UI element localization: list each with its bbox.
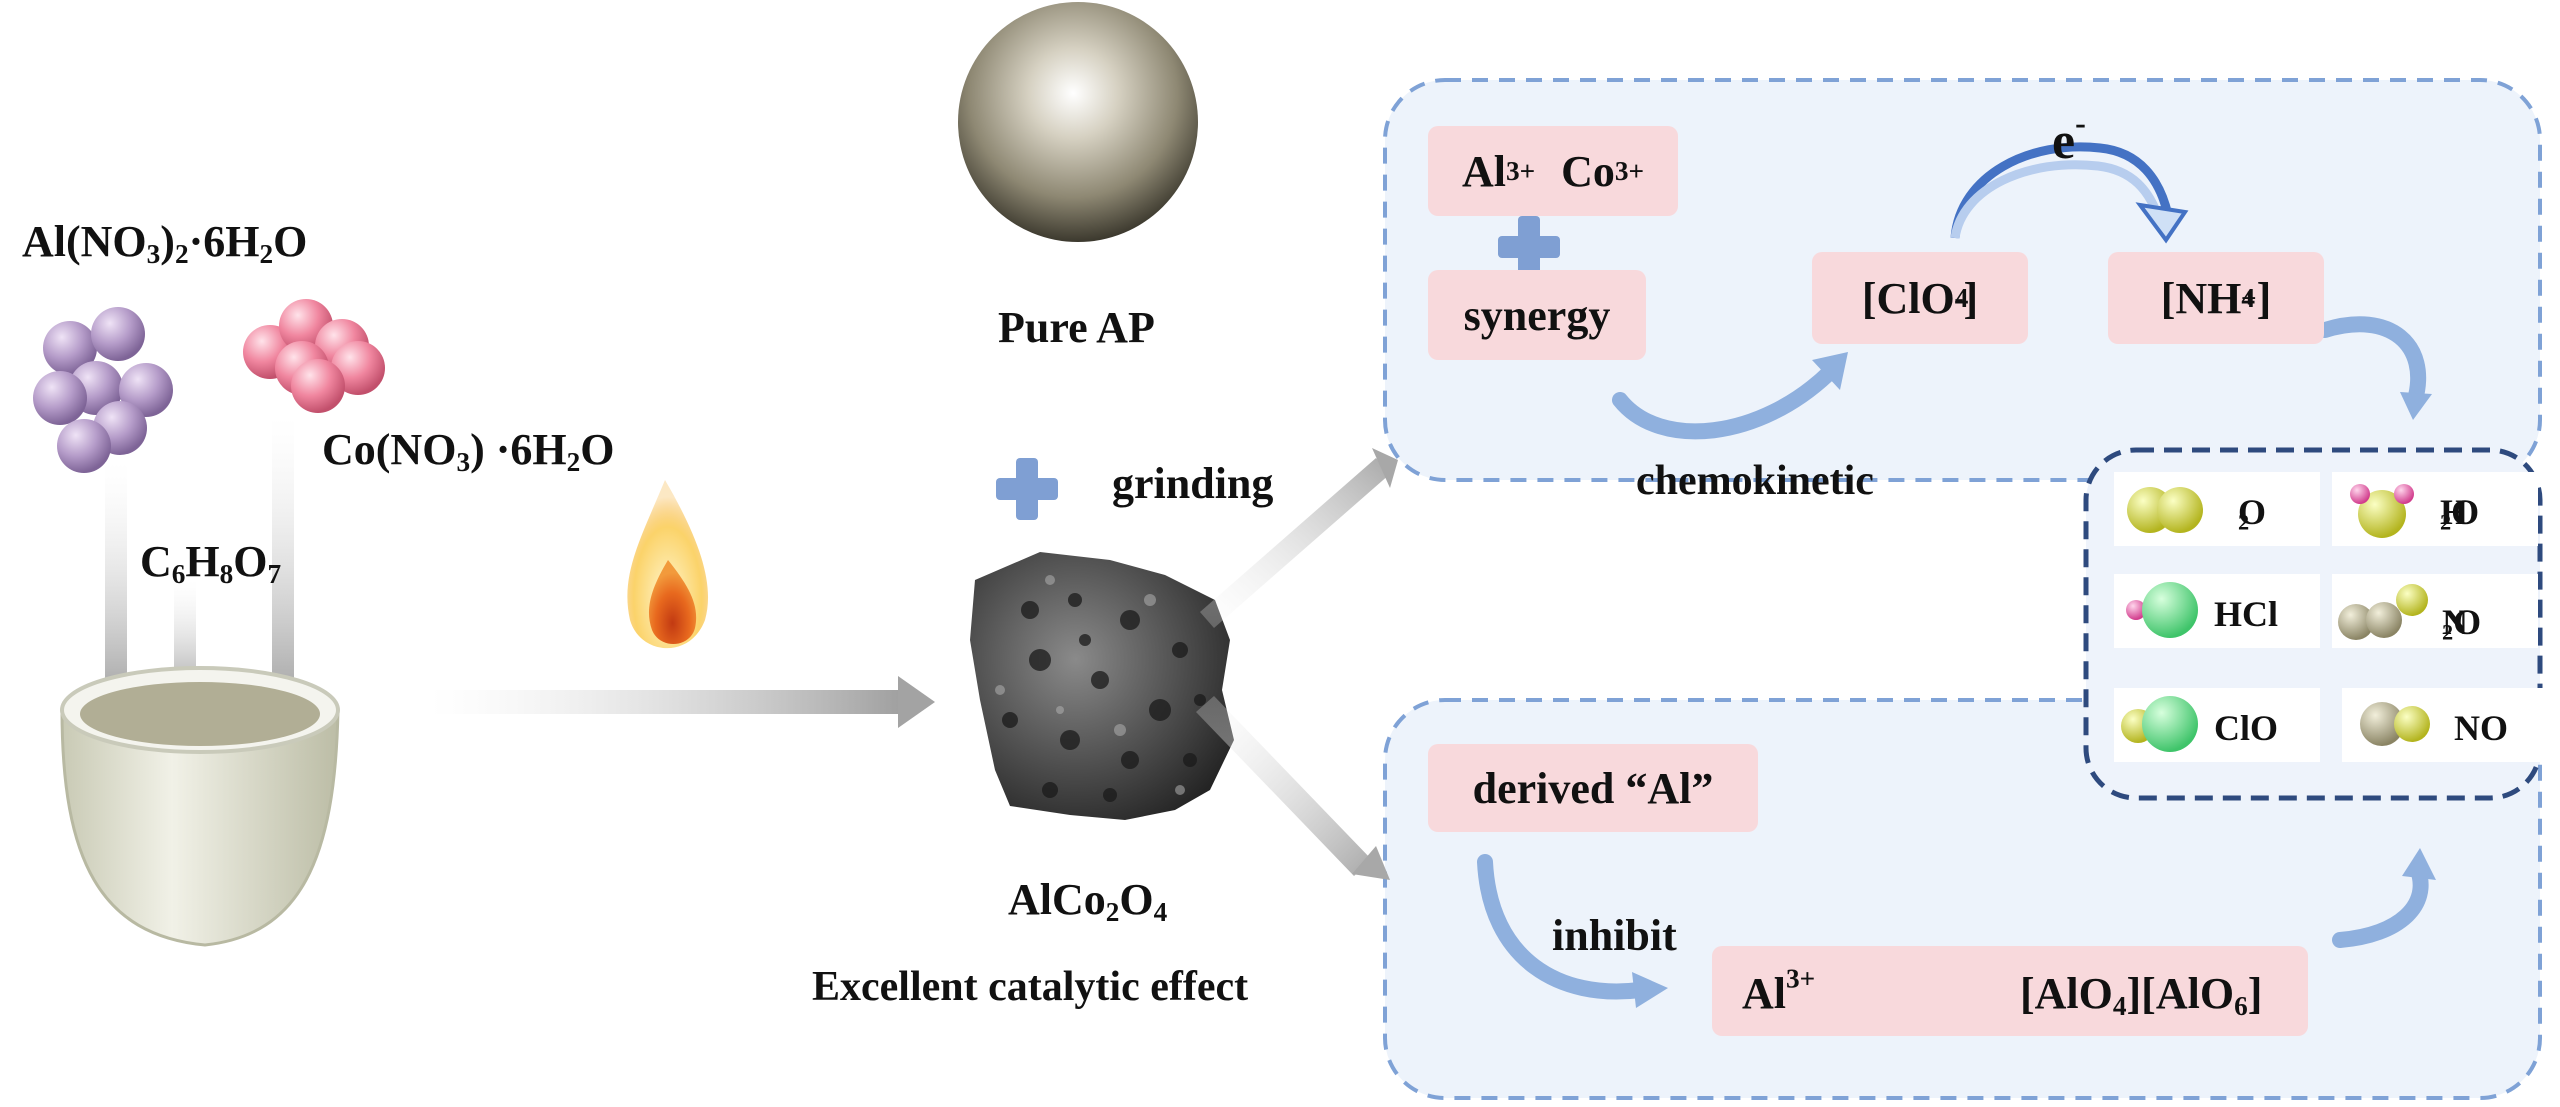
- o2-molecule-icon: [2127, 487, 2203, 533]
- grinding-label: grinding: [1112, 459, 1274, 508]
- arrow-to-upper-panel: [1200, 458, 1390, 628]
- al-nitrate-balls-icon: [33, 307, 173, 473]
- n2o-molecule-icon: [2338, 584, 2428, 640]
- crucible-icon: [60, 666, 340, 947]
- lower-to-products-arrow: [2332, 862, 2429, 948]
- co-nitrate-balls-icon: [243, 299, 385, 413]
- flame-icon: [627, 480, 709, 649]
- no-molecule-icon: [2360, 702, 2430, 746]
- alco2o4-sponge-icon: [970, 552, 1234, 820]
- aluminate-conversion-box: Al3+ [AlO4][AlO6]: [1712, 946, 2308, 1036]
- catalytic-effect-label: Excellent catalytic effect: [812, 964, 1249, 1010]
- nh4-to-products-arrow: [2317, 316, 2427, 408]
- plus-icon-grinding: [996, 458, 1058, 520]
- gas-no: NO: [2342, 688, 2548, 762]
- pure-ap-sphere: [958, 2, 1198, 242]
- h2o-molecule-icon: [2350, 484, 2414, 538]
- synergy-box: synergy: [1428, 270, 1646, 360]
- pure-ap-label: Pure AP: [998, 303, 1155, 352]
- citric-acid-label: C6H8O7: [140, 537, 282, 589]
- chemokinetic-curve-arrow: [1612, 364, 1838, 440]
- arrow-to-lower-panel: [1196, 696, 1372, 876]
- chemokinetic-label: chemokinetic: [1636, 458, 1874, 504]
- product-label: AlCo2O4: [1008, 875, 1168, 927]
- electron-transfer-arrow: [1950, 142, 2173, 239]
- al3-ion-label: Al3+: [1742, 963, 1816, 1018]
- al-nitrate-label: Al(NO3)2·6H2O: [22, 217, 308, 269]
- inhibit-label: inhibit: [1552, 911, 1677, 960]
- hcl-molecule-icon: [2126, 582, 2198, 638]
- gas-clo: ClO: [2114, 688, 2320, 762]
- derived-al-box: derived “Al”: [1428, 744, 1758, 832]
- co-nitrate-label: Co(NO3) ·6H2O: [322, 425, 615, 477]
- gas-hcl: HCl: [2114, 574, 2320, 648]
- plus-icon-synergy: [1498, 216, 1560, 278]
- electron-label: e-: [2052, 104, 2086, 170]
- inhibit-curve-arrow: [1477, 854, 1648, 1000]
- clo-molecule-icon: [2121, 696, 2198, 752]
- synthesis-arrow: [430, 690, 900, 714]
- aluminates-label: [AlO4][AlO6]: [2020, 969, 2263, 1021]
